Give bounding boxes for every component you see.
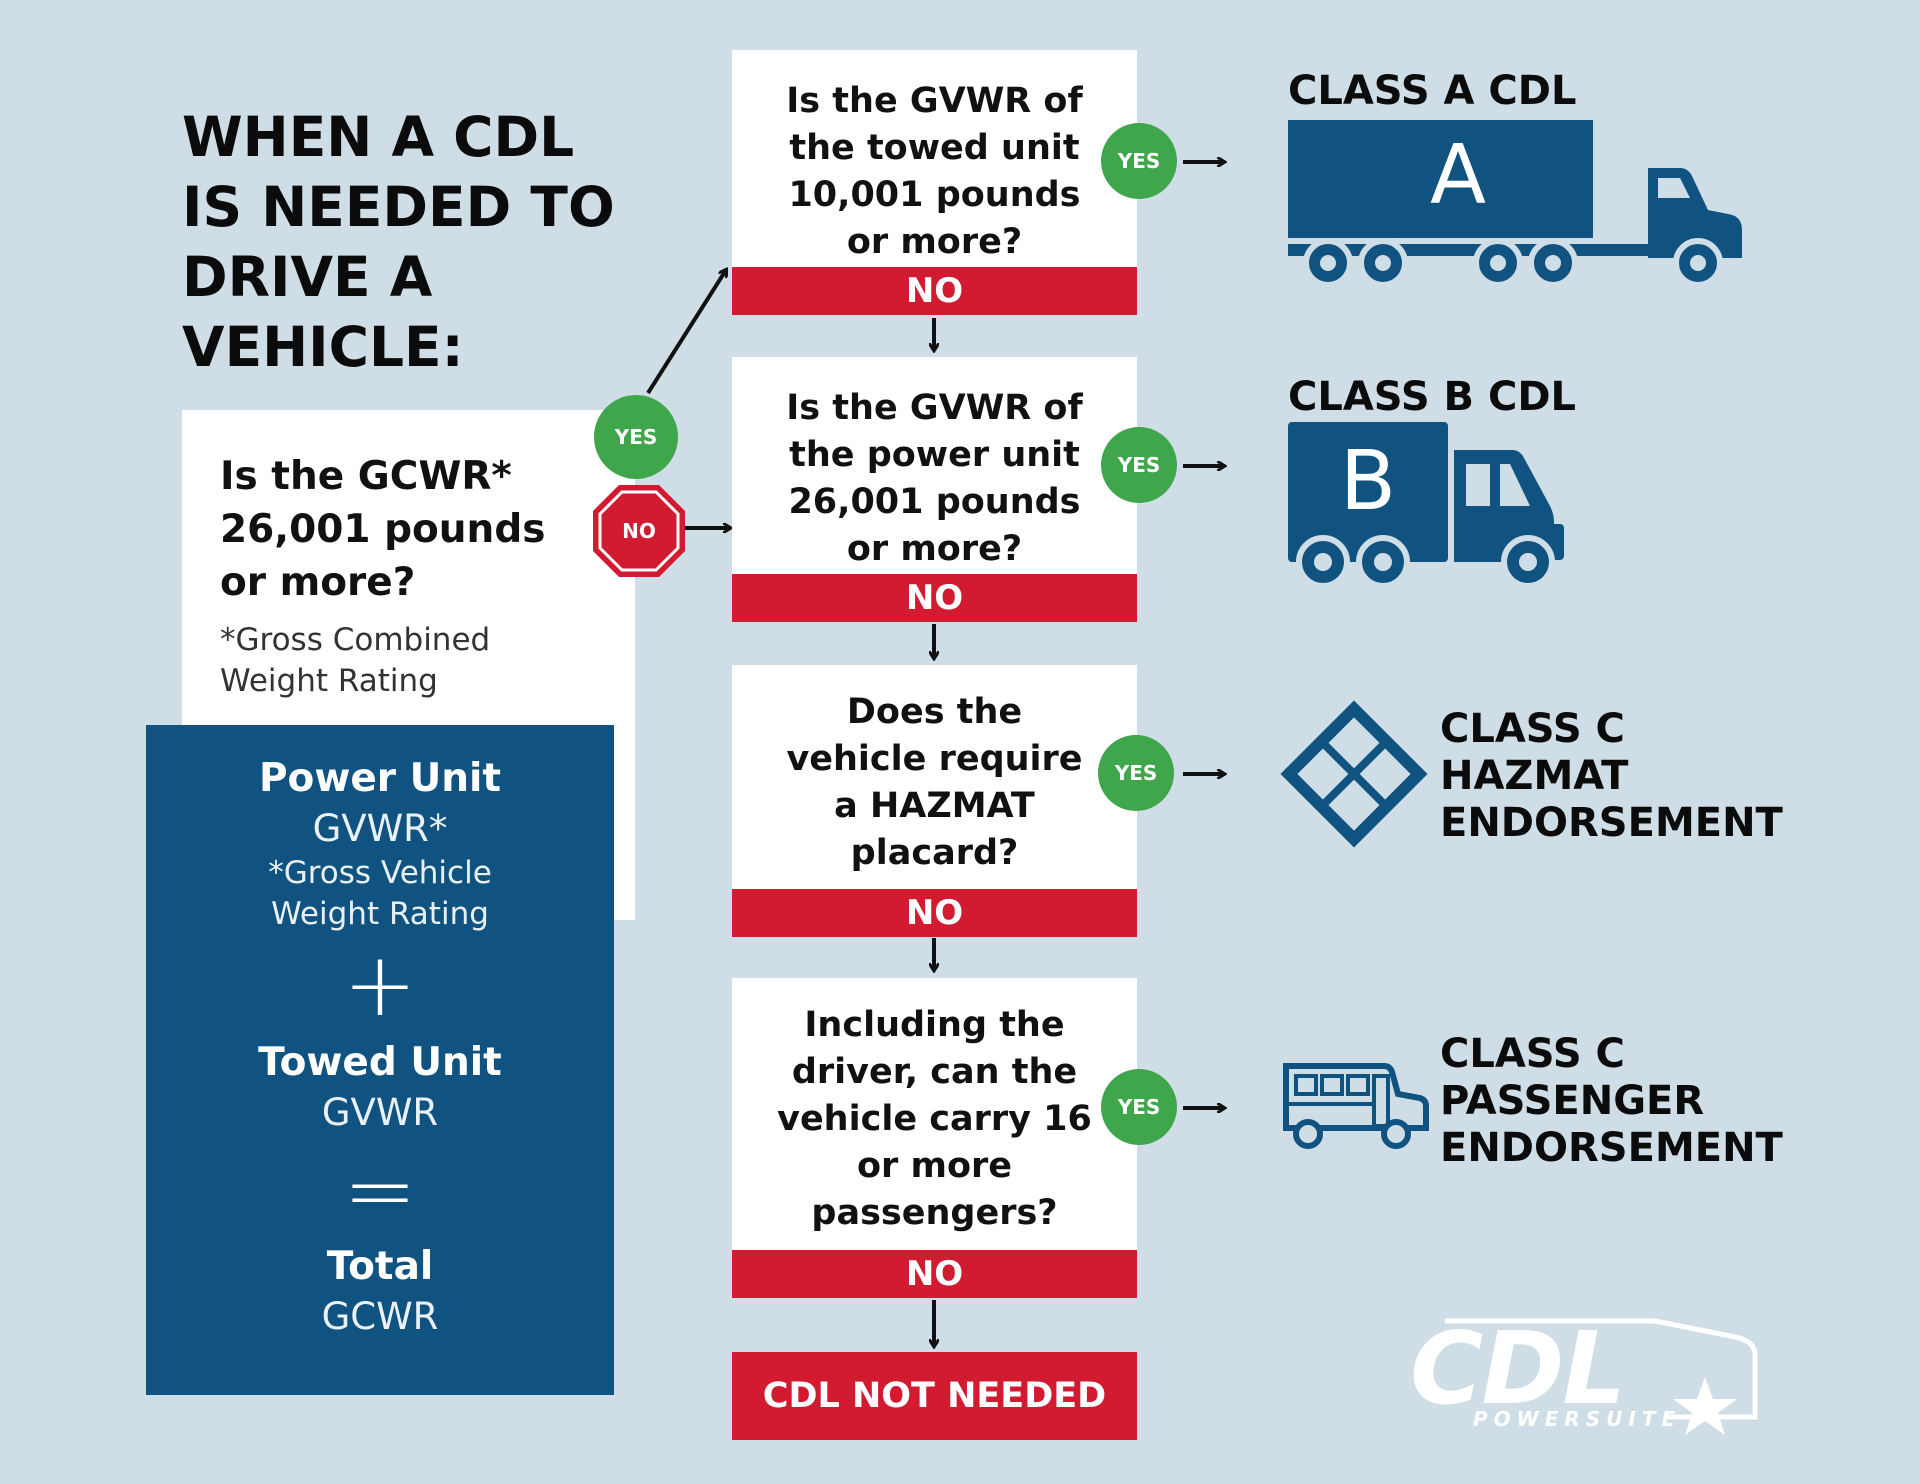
question-line: placard?: [850, 833, 1019, 873]
gcwr-question-line: Is the GCWR*: [220, 454, 512, 499]
question-line: or more?: [846, 222, 1023, 262]
question-line: vehicle carry 16: [777, 1099, 1092, 1139]
outcome-line: PASSENGER: [1440, 1078, 1705, 1124]
power-unit-sub: GVWR*: [312, 807, 448, 850]
question-line: Does the: [846, 692, 1023, 732]
class-b-label: CLASS B CDL: [1288, 374, 1576, 421]
plus-sign: +: [343, 933, 417, 1036]
gcwr-question-line: 26,001 pounds: [220, 507, 546, 552]
outcome-line: CLASS B CDL: [1288, 374, 1577, 420]
towed-unit-label: Towed Unit: [258, 1040, 502, 1085]
title-line: IS NEEDED TO: [182, 175, 615, 239]
yes-circle: YES: [1101, 427, 1177, 503]
question-hazmat: Does the vehicle require a HAZMAT placar…: [732, 665, 1137, 893]
question-line: or more: [856, 1146, 1012, 1186]
outcome-line: ENDORSEMENT: [1440, 800, 1783, 846]
question-line: Is the GVWR of: [786, 388, 1083, 428]
equals-sign: =: [343, 1139, 417, 1242]
question-line: Including the: [804, 1005, 1065, 1045]
title-line: VEHICLE:: [182, 315, 464, 379]
title-line: DRIVE A: [182, 245, 433, 309]
towed-unit-sub: GVWR: [321, 1091, 439, 1134]
question-line: or more?: [846, 529, 1023, 569]
class-c-hazmat-label: CLASS C HAZMAT ENDORSEMENT: [1440, 706, 1783, 847]
total-label: Total: [326, 1244, 434, 1289]
yes-circle: YES: [1101, 123, 1177, 199]
gcwr-footnote: *Gross Combined Weight Rating: [220, 620, 620, 702]
no-bar: NO: [732, 1250, 1137, 1298]
question-towed-unit: Is the GVWR of the towed unit 10,001 pou…: [732, 50, 1137, 272]
question-line: 10,001 pounds: [788, 175, 1081, 215]
outcome-line: CLASS A CDL: [1288, 68, 1577, 114]
question-text: Including the driver, can the vehicle ca…: [732, 1002, 1137, 1237]
power-unit-label: Power Unit: [258, 756, 502, 801]
question-line: vehicle require: [786, 739, 1083, 779]
cdl-not-needed-box: CDL NOT NEEDED: [732, 1352, 1137, 1440]
question-line: a HAZMAT: [834, 786, 1035, 826]
no-bar: NO: [732, 267, 1137, 315]
logo-main-text: CDL: [1410, 1310, 1626, 1427]
title-line: WHEN A CDL: [182, 105, 575, 169]
hazmat-placard-icon: [1278, 698, 1430, 850]
semi-truck-icon: A: [1288, 118, 1748, 288]
class-b-letter: B: [1339, 434, 1397, 529]
gcwr-no-stop-icon: NO: [591, 483, 687, 579]
question-line: the power unit: [789, 435, 1080, 475]
question-line: Is the GVWR of: [786, 81, 1083, 121]
question-passengers: Including the driver, can the vehicle ca…: [732, 978, 1137, 1254]
class-a-label: CLASS A CDL: [1288, 68, 1576, 115]
question-line: the towed unit: [789, 128, 1080, 168]
question-line: passengers?: [811, 1193, 1058, 1233]
class-a-letter: A: [1429, 128, 1487, 223]
total-sub: GCWR: [321, 1295, 439, 1338]
no-bar: NO: [732, 574, 1137, 622]
gcwr-footnote-line: *Gross Combined: [220, 622, 491, 658]
outcome-line: ENDORSEMENT: [1440, 1125, 1783, 1171]
gcwr-question-line: or more?: [220, 560, 416, 605]
yes-circle: YES: [1101, 1069, 1177, 1145]
box-truck-icon: B: [1288, 420, 1598, 590]
arrow-yes-to-q1: [646, 270, 726, 395]
question-line: driver, can the: [791, 1052, 1078, 1092]
gcwr-question: Is the GCWR* 26,001 pounds or more?: [220, 450, 620, 609]
gcwr-formula-box: Power Unit GVWR* *Gross Vehicle Weight R…: [146, 725, 614, 1395]
bus-icon: [1280, 1062, 1430, 1152]
class-c-passenger-label: CLASS C PASSENGER ENDORSEMENT: [1440, 1031, 1783, 1172]
outcome-line: CLASS C: [1440, 1031, 1625, 1077]
question-line: 26,001 pounds: [788, 482, 1081, 522]
question-power-unit: Is the GVWR of the power unit 26,001 pou…: [732, 357, 1137, 579]
gcwr-no-label: NO: [622, 519, 656, 543]
question-text: Is the GVWR of the power unit 26,001 pou…: [732, 385, 1137, 573]
power-unit-note-line: *Gross Vehicle: [268, 855, 492, 891]
question-text: Is the GVWR of the towed unit 10,001 pou…: [732, 78, 1137, 266]
logo-sub-text: POWERSUITE: [1473, 1407, 1682, 1431]
question-text: Does the vehicle require a HAZMAT placar…: [732, 689, 1137, 877]
cdl-powersuite-logo: CDL POWERSUITE: [1405, 1310, 1760, 1435]
gcwr-yes-circle: YES: [594, 395, 678, 479]
page-title: WHEN A CDL IS NEEDED TO DRIVE A VEHICLE:: [182, 102, 742, 382]
no-bar: NO: [732, 889, 1137, 937]
power-unit-note-line: Weight Rating: [271, 896, 489, 932]
outcome-line: HAZMAT: [1440, 753, 1629, 799]
gcwr-footnote-line: Weight Rating: [220, 663, 438, 699]
yes-circle: YES: [1098, 735, 1174, 811]
outcome-line: CLASS C: [1440, 706, 1625, 752]
